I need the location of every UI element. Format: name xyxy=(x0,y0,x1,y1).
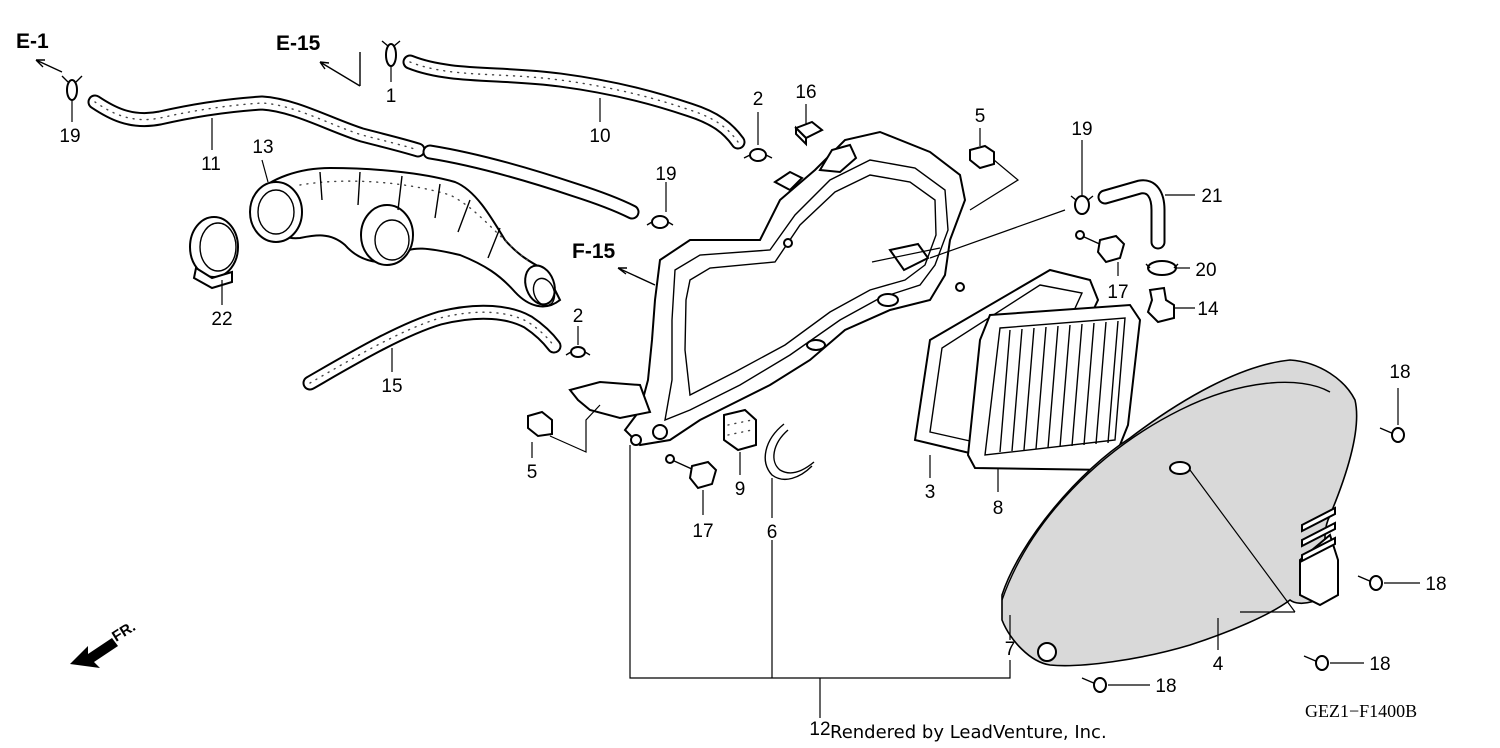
filter-element-8 xyxy=(966,303,1142,472)
part-1-label[interactable]: 1 xyxy=(386,86,397,107)
part-20-label[interactable]: 20 xyxy=(1195,260,1216,281)
part-16-label[interactable]: 16 xyxy=(795,82,816,103)
clamp-1 xyxy=(381,40,401,67)
screw-18-b xyxy=(1357,575,1383,591)
part-18-label-b[interactable]: 18 xyxy=(1425,574,1446,595)
hose-15 xyxy=(302,304,562,391)
band-clamp-22 xyxy=(189,216,239,290)
ref-f15-label[interactable]: F-15 xyxy=(572,240,616,263)
part-5-label-upper[interactable]: 5 xyxy=(975,106,986,127)
front-direction-arrow: FR. xyxy=(70,618,139,668)
hose-11-extension xyxy=(422,144,640,220)
clamp-2-upper xyxy=(743,148,773,162)
bolt-17-lower xyxy=(665,454,718,490)
intake-tube-13 xyxy=(249,166,562,308)
grommet-5-lower xyxy=(527,410,553,438)
part-5-label-lower[interactable]: 5 xyxy=(527,462,538,483)
clamp-2-lower xyxy=(565,346,591,358)
clamp-19-mid xyxy=(646,215,674,229)
figure-code: GEZ1−F1400B xyxy=(1305,701,1417,721)
plug-14 xyxy=(1146,286,1175,324)
ref-e15-label[interactable]: E-15 xyxy=(276,32,321,55)
air-cleaner-case xyxy=(568,130,967,447)
ref-f15-arrow xyxy=(617,267,656,286)
part-19-label-right[interactable]: 19 xyxy=(1071,119,1092,140)
part-10-label[interactable]: 10 xyxy=(589,126,610,147)
part-2-label-lower[interactable]: 2 xyxy=(573,306,584,327)
screw-18-a xyxy=(1379,427,1405,443)
nut-16 xyxy=(794,120,824,147)
hose-11 xyxy=(87,94,426,158)
part-12-label[interactable]: 12 xyxy=(809,719,830,740)
spring-clip-6 xyxy=(764,423,815,480)
bolt-17-right xyxy=(1075,230,1126,264)
part-2-label-upper[interactable]: 2 xyxy=(753,89,764,110)
screw-18-d xyxy=(1081,677,1107,693)
part-21-label[interactable]: 21 xyxy=(1201,186,1222,207)
ref-e1-arrow xyxy=(35,59,63,73)
part-7-label[interactable]: 7 xyxy=(1005,639,1016,660)
part-18-label-c[interactable]: 18 xyxy=(1369,654,1390,675)
part-19-label-mid[interactable]: 19 xyxy=(655,164,676,185)
part-15-label[interactable]: 15 xyxy=(381,376,402,397)
part-3-label[interactable]: 3 xyxy=(925,482,936,503)
air-cleaner-cover-4 xyxy=(1001,359,1358,667)
hose-21 xyxy=(1097,179,1166,250)
clamp-19-right xyxy=(1070,195,1094,215)
ref-e1-label[interactable]: E-1 xyxy=(16,30,49,53)
clamp-20 xyxy=(1145,260,1179,276)
leader-lines xyxy=(71,66,1420,718)
part-9-label[interactable]: 9 xyxy=(735,479,746,500)
credit-text: Rendered by LeadVenture, Inc. xyxy=(830,722,1107,743)
ref-e15-arrow xyxy=(319,52,361,87)
part-17-label-lower[interactable]: 17 xyxy=(692,521,713,542)
part-18-label-a[interactable]: 18 xyxy=(1389,362,1410,383)
grommet-5-upper xyxy=(969,144,995,170)
hose-10 xyxy=(402,54,746,150)
drain-plug-9 xyxy=(723,408,757,452)
part-8-label[interactable]: 8 xyxy=(993,498,1004,519)
part-4-label[interactable]: 4 xyxy=(1213,654,1224,675)
part-14-label[interactable]: 14 xyxy=(1197,299,1219,320)
part-19-label-left[interactable]: 19 xyxy=(59,126,80,147)
part-11-label[interactable]: 11 xyxy=(201,154,221,175)
part-18-label-d[interactable]: 18 xyxy=(1155,676,1176,697)
part-6-label[interactable]: 6 xyxy=(767,522,778,543)
clamp-19-left xyxy=(61,75,83,101)
part-22-label[interactable]: 22 xyxy=(211,309,232,330)
part-17-label-right[interactable]: 17 xyxy=(1107,282,1128,303)
part-13-label[interactable]: 13 xyxy=(252,137,273,158)
screw-18-c xyxy=(1303,655,1329,671)
